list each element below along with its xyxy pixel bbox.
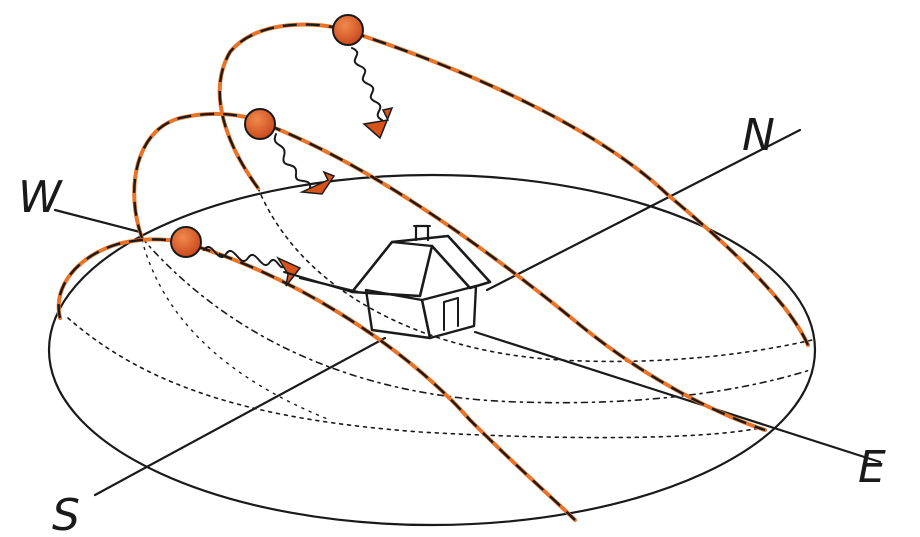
house-roof [350,234,492,298]
equinox-sun-ray [273,133,312,189]
sun-path-winter-solstice [56,237,577,522]
house-door [443,297,459,331]
house [350,224,492,340]
winter-sun-arrow [276,256,302,287]
winter-sun-group [170,226,353,293]
winter-sun [170,226,202,258]
label-west: W [18,172,63,223]
winter-sun-ray [203,246,285,269]
equinox-sun-arrow [299,170,336,195]
horizon-ellipse [47,173,817,527]
south-north-axis [93,128,802,497]
label-east: E [858,442,886,493]
equinox-sun [244,108,276,140]
equinox-sun-group [244,108,336,195]
summer-sun-group [332,14,394,140]
summer-sun-arrow [362,106,394,140]
house-side-wall [420,284,478,340]
summer-sun [332,14,364,46]
summer-sun-ray [351,47,383,121]
label-south: S [52,490,80,537]
below-horizon-paths [67,187,813,439]
compass-axes [53,128,882,497]
label-north: N [742,110,775,161]
sun-path-summer-solstice [217,22,810,347]
sun-path-equinox [132,111,767,432]
